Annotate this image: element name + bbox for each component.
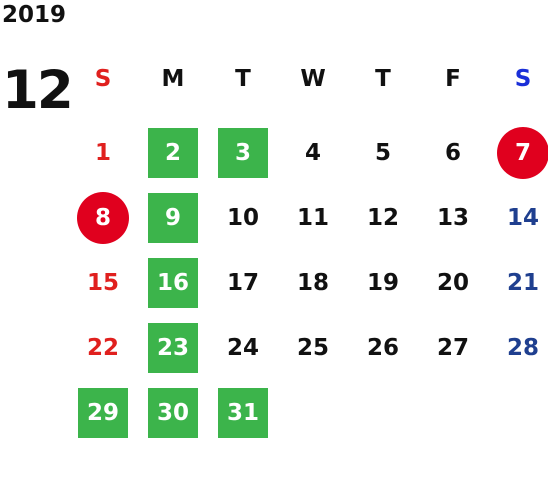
day-number: 25 [296, 334, 329, 361]
day-cell[interactable]: 11 [278, 185, 348, 250]
day-number: 10 [226, 204, 259, 231]
day-cell[interactable]: 4 [278, 120, 348, 185]
day-number: 18 [296, 269, 329, 296]
day-number: 16 [148, 257, 198, 308]
day-number: 30 [148, 387, 198, 438]
day-cell[interactable]: 24 [208, 315, 278, 380]
day-number: 7 [497, 126, 548, 179]
day-cell[interactable]: 26 [348, 315, 418, 380]
day-number: 31 [218, 387, 268, 438]
day-cell[interactable]: 31 [208, 380, 278, 445]
day-cell[interactable]: 30 [138, 380, 208, 445]
day-cell[interactable]: 20 [418, 250, 488, 315]
month-label: 12 [2, 60, 74, 121]
day-cell[interactable]: 21 [488, 250, 548, 315]
day-number: 3 [218, 127, 268, 178]
day-cell[interactable]: 1 [68, 120, 138, 185]
day-cell[interactable]: 14 [488, 185, 548, 250]
day-number: 9 [148, 192, 198, 243]
weekday-label: S [94, 66, 112, 92]
day-cell[interactable]: 18 [278, 250, 348, 315]
weekday-label: T [375, 66, 391, 92]
weekday-label: M [161, 66, 185, 92]
weekday-label: T [235, 66, 251, 92]
day-number: 24 [226, 334, 259, 361]
day-number: 13 [436, 204, 469, 231]
day-cell[interactable]: 27 [418, 315, 488, 380]
day-number: 20 [436, 269, 469, 296]
day-number: 6 [444, 139, 461, 166]
day-cell[interactable]: 22 [68, 315, 138, 380]
day-cell[interactable]: 25 [278, 315, 348, 380]
day-cell[interactable]: 6 [418, 120, 488, 185]
day-number: 17 [226, 269, 259, 296]
weekday-label: S [514, 66, 532, 92]
day-number: 1 [94, 139, 111, 166]
day-number: 4 [304, 139, 321, 166]
day-number: 14 [506, 204, 539, 231]
day-cell[interactable]: 19 [348, 250, 418, 315]
day-cell[interactable]: 15 [68, 250, 138, 315]
day-cell[interactable]: 23 [138, 315, 208, 380]
day-number: 29 [78, 387, 128, 438]
day-cell[interactable]: 8 [68, 185, 138, 250]
day-number: 11 [296, 204, 329, 231]
day-cell[interactable]: 2 [138, 120, 208, 185]
day-cell[interactable]: 17 [208, 250, 278, 315]
day-number: 19 [366, 269, 399, 296]
day-number: 23 [148, 322, 198, 373]
day-number: 2 [148, 127, 198, 178]
day-number: 15 [86, 269, 119, 296]
day-number: 5 [374, 139, 391, 166]
day-number: 27 [436, 334, 469, 361]
day-number: 8 [77, 191, 129, 244]
year-label: 2019 [2, 2, 67, 28]
day-cell[interactable]: 16 [138, 250, 208, 315]
day-cell[interactable]: 12 [348, 185, 418, 250]
day-cell[interactable]: 28 [488, 315, 548, 380]
day-number: 26 [366, 334, 399, 361]
day-cell[interactable]: 5 [348, 120, 418, 185]
day-cell[interactable]: 9 [138, 185, 208, 250]
weekday-label: F [445, 66, 461, 92]
day-cell[interactable]: 7 [488, 120, 548, 185]
day-cell[interactable]: 3 [208, 120, 278, 185]
weekday-label: W [300, 66, 326, 92]
day-cell[interactable]: 13 [418, 185, 488, 250]
day-cell[interactable]: 10 [208, 185, 278, 250]
day-number: 12 [366, 204, 399, 231]
day-cell[interactable]: 29 [68, 380, 138, 445]
day-number: 21 [506, 269, 539, 296]
day-number: 28 [506, 334, 539, 361]
day-number: 22 [86, 334, 119, 361]
